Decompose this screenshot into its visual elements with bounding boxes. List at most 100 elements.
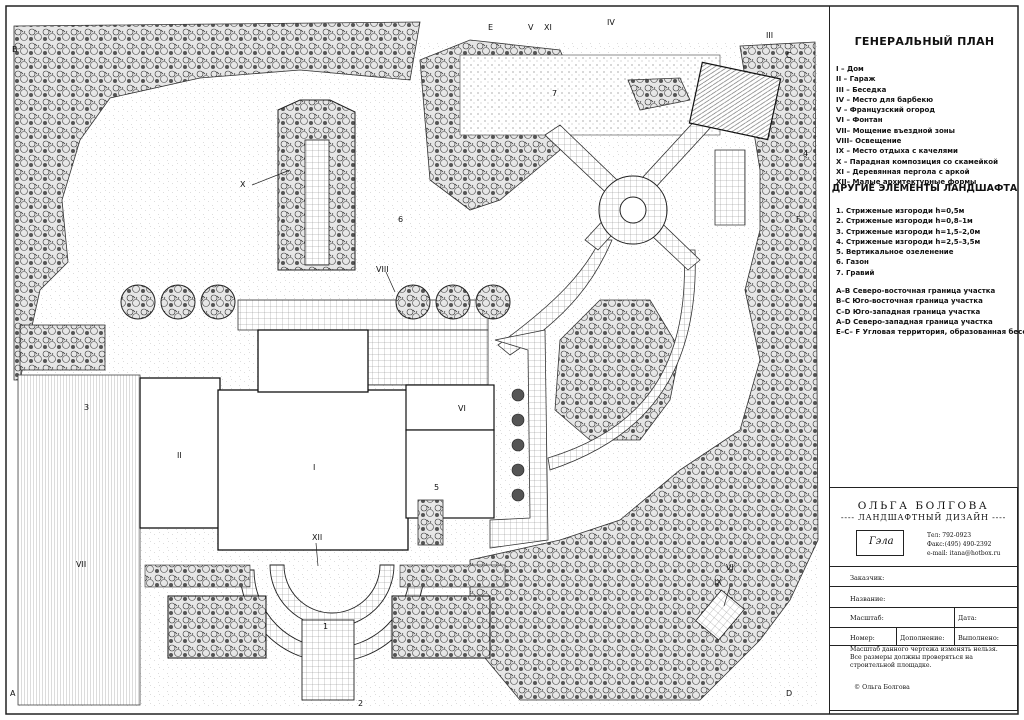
legend-object-item: I – Дом [836,65,864,73]
entrance-path [301,619,355,701]
climbing-plants [417,499,444,546]
legend-border-item: B–C Юго-восточная граница участка [836,297,983,306]
entry-paving [17,374,141,706]
entrance-arc [269,564,395,628]
leader-lines [251,169,731,607]
legend-object-item: XI – Деревянная пергола с аркой [836,167,970,176]
bench-label: X [240,180,246,189]
plaza-center [619,196,647,224]
swing-label: IX [714,578,722,587]
legend-object-item: V – Французский огород [836,106,936,115]
performed-label: Выполнено: [958,634,999,642]
lighting-label: VIII [376,265,389,274]
legend-object-item: VI – Фонтан [836,116,883,125]
objects-list: I – Дом II – Гараж III – Беседка IV – Ме… [836,64,998,188]
scale-note: Масштаб данного чертежа изменять нельзя.… [850,646,998,670]
parterre-east [391,595,491,659]
name-label: Название: [850,595,886,603]
corner-f-label: F [796,215,801,224]
legend-border-item: A–D Северо-западная граница участка [836,317,993,326]
element-6-label: 6 [398,215,403,224]
fountain-label-2: VI [726,563,734,572]
element-3-label: 3 [84,403,89,412]
corner-d-label: D [786,689,792,698]
legend-panel: ГЕНЕРАЛЬНЫЙ ПЛАН I – Дом II – Гараж III … [829,6,1024,714]
legend-border-item: C–D Юго-западная граница участка [836,307,981,316]
pergola-east [399,564,506,588]
studio-header: ОЛЬГА БОЛГОВА ---- ЛАНДШАФТНЫЙ ДИЗАЙН --… [830,488,1017,567]
legend-border-item: E–C– F Угловая территория, образованная … [836,328,1024,337]
number-label: Номер: [850,634,875,642]
legend-object-item: VIII– Освещение [836,137,902,146]
french-garden-label: V [528,23,534,32]
number-divider [896,628,897,646]
gazebo-roof [688,61,782,141]
garage-building [139,377,221,529]
scale-row: Масштаб: Дата: [830,608,1017,628]
forms-label: XII [312,533,322,542]
corner-c-label: C [786,51,792,60]
number-row: Номер: Дополнение: Выполнено: [830,628,1017,646]
element-2-label: 2 [358,699,363,708]
house-wing-north [257,329,369,393]
paving-label: VII [76,560,86,569]
scale-divider [954,608,955,628]
borders-list: A–B Северо-восточная граница участка B–C… [836,286,1024,337]
parterre-west [167,595,267,659]
element-1-label: 1 [323,622,328,631]
element-7-label: 7 [552,89,557,98]
studio-name: ---- ЛАНДШАФТНЫЙ ДИЗАЙН ---- [840,513,1007,522]
element-5-label: 5 [434,483,439,492]
legend-element-item: 3. Стриженые изгороди h=1,5–2,0м [836,227,981,236]
legend-object-item: IV – Место для барбекю [836,95,934,104]
bbq-label: IV [607,18,615,27]
swing-area [695,589,745,641]
house-building [217,389,409,551]
legend-title: ГЕНЕРАЛЬНЫЙ ПЛАН [854,35,995,48]
fountain-terrace [367,329,489,386]
drawing-frame [5,5,1019,715]
corner-e-label: E [488,23,493,32]
studio-logo: Гэла [856,530,904,556]
customer-label: Заказчик: [850,574,885,582]
corner-a-label: A [10,689,16,698]
house-label: I [313,463,315,472]
addition-divider [954,628,955,646]
house-wing-east [405,384,495,431]
designer-name: ОЛЬГА БОЛГОВА [857,500,990,512]
title-block: ОЛЬГА БОЛГОВА ---- ЛАНДШАФТНЫЙ ДИЗАЙН --… [829,487,1018,711]
fountain-label: VI [458,404,466,413]
name-row: Название: [830,587,1017,608]
gazebo-path [714,149,746,226]
legend-object-item: VII– Мощение въездной зоны [836,126,955,135]
legend-object-item: II – Гараж [836,75,876,84]
legend-element-item: 4. Стриженые изгороди h=2,5–3,5м [836,237,981,246]
elements-list: 1. Стриженые изгороди h=0,5м 2. Стрижены… [836,206,980,278]
addition-label: Дополнение: [900,634,945,642]
elements-title: ДРУГИЕ ЭЛЕМЕНТЫ ЛАНДШАФТА [831,183,1018,194]
side-path [489,329,549,549]
legend-border-item: A–B Северо-восточная граница участка [836,287,996,295]
corner-b-label: B [12,45,18,54]
legend-object-item: III – Беседка [836,85,887,94]
pergola-west [144,564,251,588]
legend-element-item: 7. Гравий [836,268,875,277]
logo-text: Гэла [869,536,894,547]
email-text: e-mail: itana@hotbox.ru [927,550,1001,557]
legend-element-item: 1. Стриженые изгороди h=0,5м [836,207,965,215]
phone-text: Тел: 792-0923 [927,532,972,539]
pergola-label: XI [544,23,552,32]
fax-text: Факс:(495) 490-2392 [927,541,992,548]
parade-path [304,139,330,266]
legend-object-item: X – Парадная композиция со скамейкой [836,157,999,166]
customer-row: Заказчик: [830,566,1017,587]
hedge-block [19,324,106,371]
date-label: Дата: [958,614,977,622]
gazebo-label: III [766,31,773,40]
legend-object-item: IX – Место отдыха с качелями [836,147,958,156]
bbq-area [627,77,691,111]
legend-element-item: 5. Вертикальное озеленение [836,248,954,257]
path-west [497,239,613,356]
